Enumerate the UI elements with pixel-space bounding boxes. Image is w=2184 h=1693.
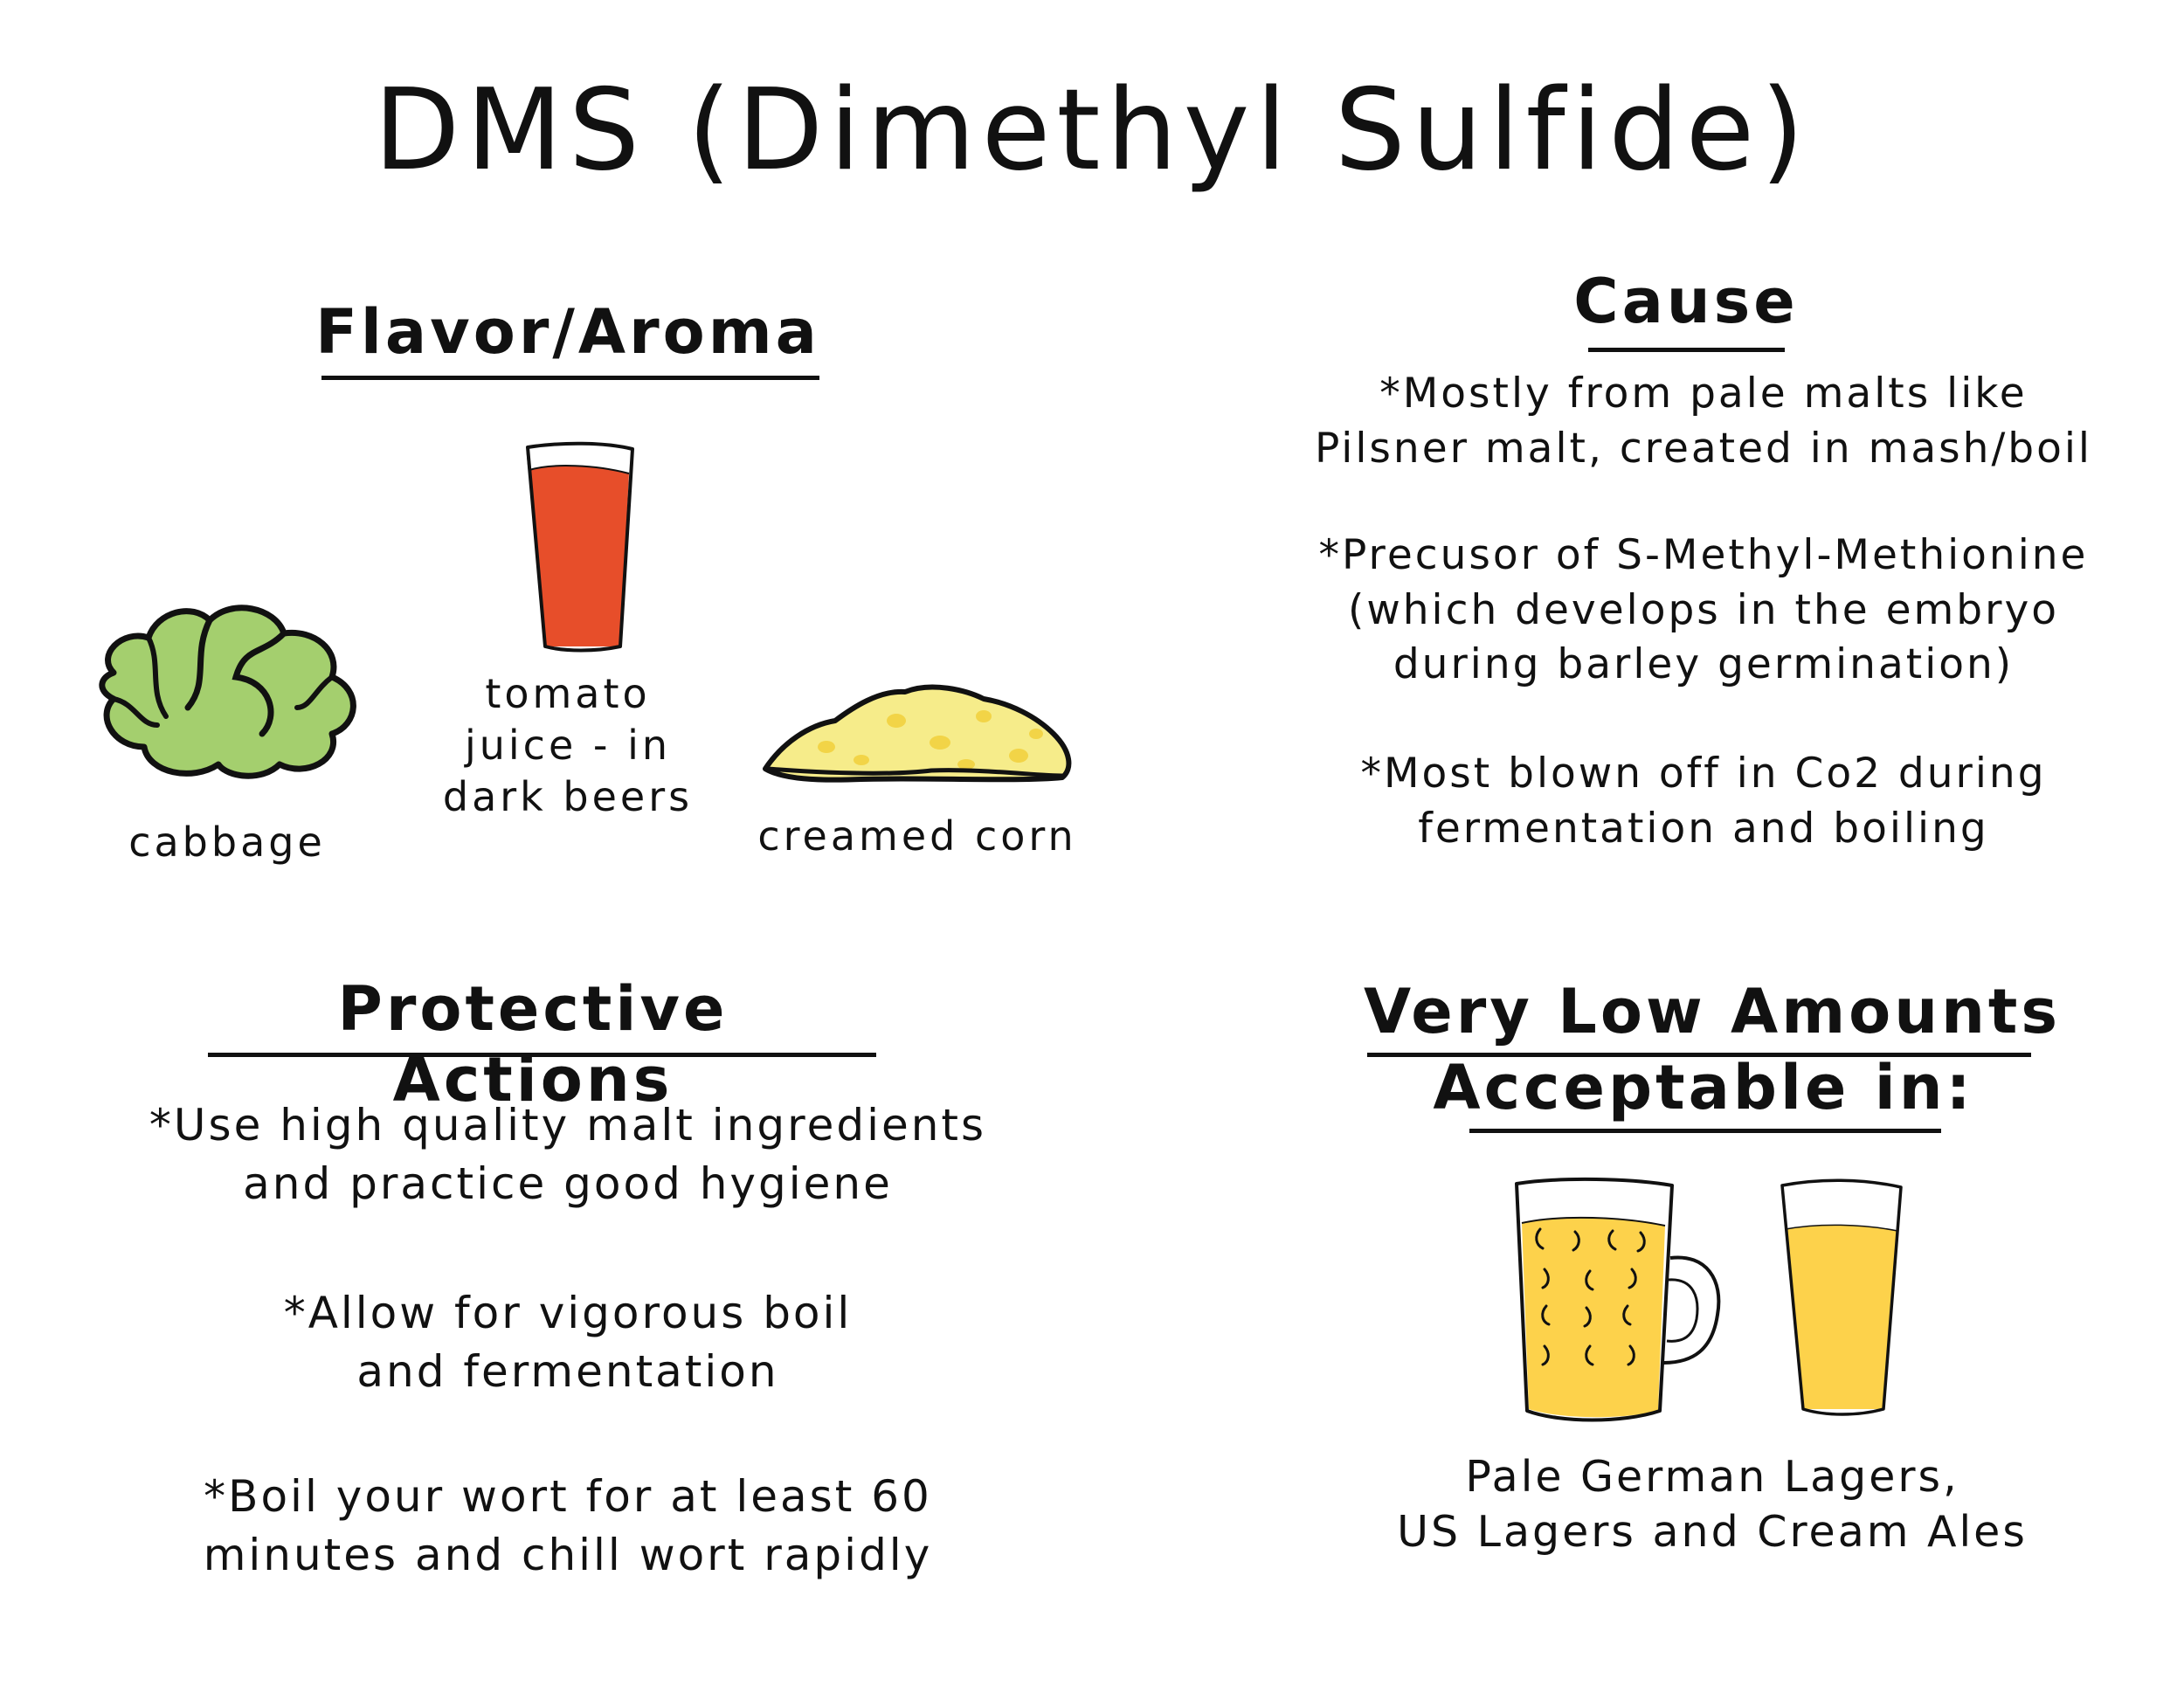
cause-point-line: fermentation and boiling: [1418, 804, 1989, 853]
cabbage-icon: [99, 605, 356, 779]
protective-point-line: *Boil your wort for at least 60: [204, 1471, 932, 1522]
cause-point: *Most blown off in Co2 during fermentati…: [1258, 747, 2149, 856]
protective-point-line: *Use high quality malt ingredients: [149, 1100, 987, 1151]
acceptable-caption-line: Pale German Lagers,: [1465, 1452, 1959, 1502]
tomato-juice-label-line: dark beers: [442, 772, 694, 820]
protective-point-line: and fermentation: [356, 1345, 779, 1397]
flavor-aroma-underline: [321, 376, 819, 380]
protective-point: *Allow for vigorous boil and fermentatio…: [87, 1284, 1048, 1400]
cause-underline: [1588, 348, 1785, 352]
cause-point: *Precusor of S-Methyl-Methionine (which …: [1258, 529, 2149, 693]
tomato-juice-glass-icon: [526, 441, 634, 653]
tomato-juice-label: tomato juice - in dark beers: [411, 668, 725, 823]
cause-point: *Mostly from pale malts like Pilsner mal…: [1258, 367, 2149, 476]
tomato-juice-label-line: juice - in: [464, 721, 672, 769]
acceptable-underline-1: [1367, 1053, 2031, 1057]
cause-point-line: (which develops in the embryo: [1347, 585, 2060, 634]
protective-point: *Use high quality malt ingredients and p…: [87, 1096, 1048, 1213]
cause-heading: Cause: [1573, 266, 1799, 337]
acceptable-heading-line-1: Very Low Amounts: [1363, 976, 2062, 1047]
acceptable-underline-2: [1469, 1129, 1941, 1133]
cabbage-label: cabbage: [128, 819, 326, 866]
cause-point-line: *Mostly from pale malts like: [1379, 370, 2028, 418]
beer-mug-icon: [1515, 1177, 1721, 1422]
protective-actions-underline: [208, 1053, 876, 1057]
cause-point-line: Pilsner malt, created in mash/boil: [1315, 424, 2092, 473]
acceptable-caption: Pale German Lagers, US Lagers and Cream …: [1284, 1450, 2140, 1559]
pint-glass-icon: [1780, 1178, 1903, 1416]
cause-point-line: *Most blown off in Co2 during: [1360, 750, 2047, 798]
acceptable-caption-line: US Lagers and Cream Ales: [1397, 1506, 2028, 1557]
protective-actions-heading: Protective Actions: [337, 973, 729, 1116]
flavor-aroma-heading: Flavor/Aroma: [315, 296, 820, 368]
acceptable-heading-line-2: Acceptable in:: [1433, 1052, 1974, 1123]
page-title: DMS (Dimethyl Sulfide): [373, 66, 1811, 196]
protective-point-line: and practice good hygiene: [243, 1157, 893, 1209]
creamed-corn-icon: [763, 684, 1072, 783]
tomato-juice-label-line: tomato: [485, 670, 651, 717]
protective-point-line: *Allow for vigorous boil: [283, 1288, 853, 1338]
cause-point-line: *Precusor of S-Methyl-Methionine: [1318, 531, 2089, 579]
creamed-corn-label: creamed corn: [757, 812, 1077, 860]
protective-point: *Boil your wort for at least 60 minutes …: [87, 1468, 1048, 1584]
cause-point-line: during barley germination): [1393, 640, 2015, 688]
protective-point-line: minutes and chill wort rapidly: [203, 1529, 933, 1580]
